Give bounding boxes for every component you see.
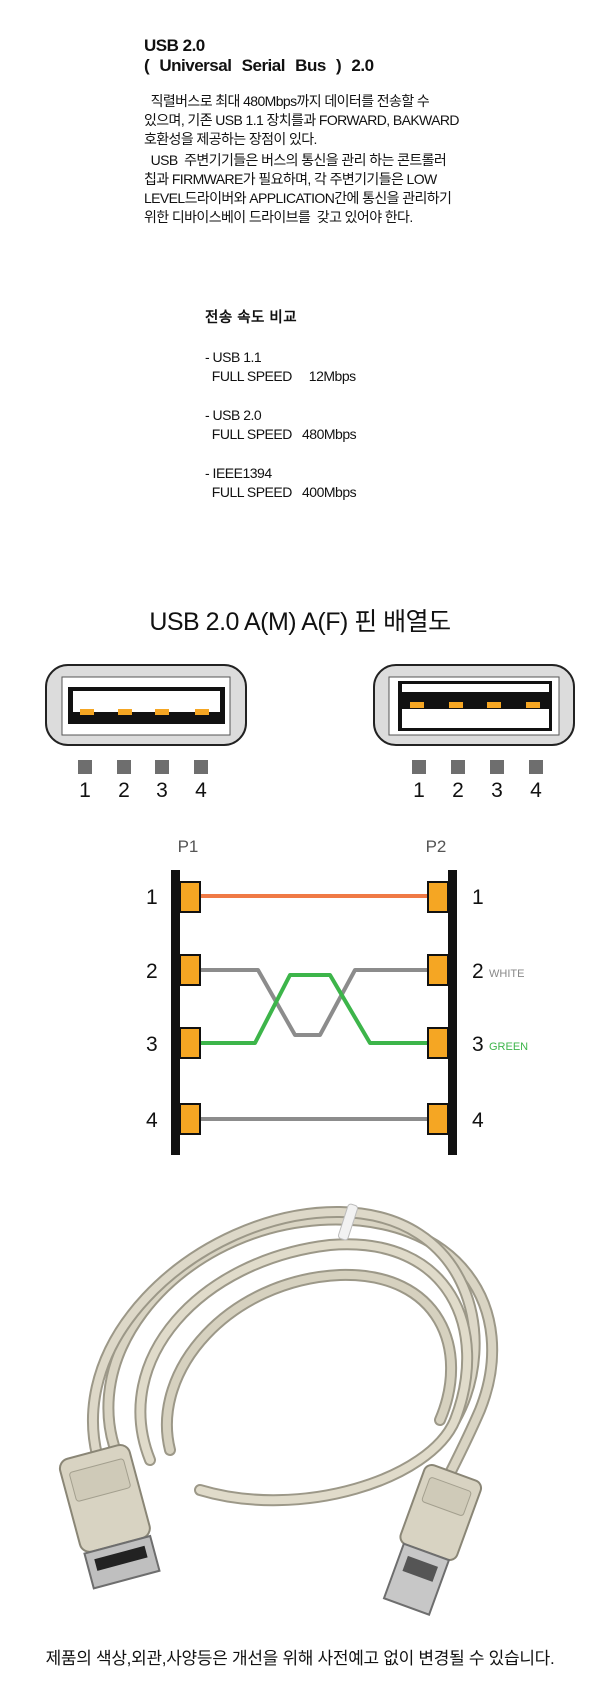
p2-pin-number: 4: [472, 1109, 484, 1132]
pinout-title: USB 2.0 A(M) A(F) 핀 배열도: [149, 608, 451, 636]
speed-item-name: - USB 2.0: [205, 407, 262, 423]
p1-pin-number: 1: [146, 886, 158, 909]
p1-pin-number: 3: [146, 1033, 158, 1056]
white-wire-label: WHITE: [489, 968, 524, 980]
intro-line: 위한 디바이스베이 드라이브를 갖고 있어야 한다.: [144, 209, 413, 225]
intro-line: 직렬버스로 최대 480Mbps까지 데이터를 전송할 수: [144, 93, 430, 109]
speed-item-name: - USB 1.1: [205, 349, 262, 365]
p1-pin-number: 4: [146, 1109, 158, 1132]
p2-label: P2: [426, 837, 447, 856]
speed-item-name: - IEEE1394: [205, 465, 272, 481]
female-pin-label: 2: [452, 779, 464, 802]
wire-white: [200, 968, 428, 1037]
intro-line: 있으며, 기존 USB 1.1 장치를과 FORWARD, BAKWARD: [144, 112, 460, 128]
cable-coils: [87, 1205, 499, 1566]
female-pin-markers: [412, 760, 543, 774]
p1-pads: [179, 881, 201, 1135]
p2-pin-number: 2: [472, 960, 484, 983]
male-pin-label: 3: [156, 779, 168, 802]
wire-green: [200, 973, 428, 1045]
female-pin-label: 4: [530, 779, 542, 802]
cable-tie: [337, 1203, 359, 1241]
male-pin-label: 1: [79, 779, 91, 802]
male-pin-label: 4: [195, 779, 207, 802]
disclaimer-text: 제품의 색상,외관,사양등은 개선을 위해 사전예고 없이 변경될 수 있습니다…: [45, 1649, 555, 1668]
page-subtitle: ( Universal Serial Bus ) 2.0: [144, 56, 374, 75]
intro-line: LEVEL드라이버와 APPLICATION간에 통신을 관리하기: [144, 190, 452, 206]
male-pin-label: 2: [118, 779, 130, 802]
intro-line: 호환성을 제공하는 장점이 있다.: [144, 131, 317, 147]
p1-connector-bar: [171, 870, 180, 1155]
speed-item-detail: FULL SPEED 480Mbps: [205, 426, 357, 442]
p2-pin-number: 3: [472, 1033, 484, 1056]
usb-a-male-connector: [45, 664, 247, 746]
intro-line: 칩과 FIRMWARE가 필요하며, 각 주변기기들은 LOW: [144, 171, 437, 187]
male-plug: [382, 1464, 483, 1616]
female-pin-label: 1: [413, 779, 425, 802]
speed-comparison-heading: 전송 속도 비교: [205, 310, 298, 326]
green-wire-label: GREEN: [489, 1041, 528, 1053]
p2-pin-number: 1: [472, 886, 484, 909]
female-plug: [58, 1443, 161, 1590]
p2-pads: [427, 881, 449, 1135]
usb-a-female-connector: [373, 664, 575, 746]
speed-item-detail: FULL SPEED 12Mbps: [205, 368, 356, 384]
intro-line: USB 주변기기들은 버스의 통신을 관리 하는 콘트롤러: [144, 152, 447, 168]
male-pin-markers: [78, 760, 208, 774]
female-pin-label: 3: [491, 779, 503, 802]
speed-item-detail: FULL SPEED 400Mbps: [205, 484, 357, 500]
usb-cable-illustration: [58, 1203, 499, 1616]
p2-connector-bar: [448, 870, 457, 1155]
usb-connector-diagram: 1 2 3 4 1 2 3 4: [45, 664, 575, 802]
p1-pin-number: 2: [146, 960, 158, 983]
wiring-diagram: P1 P2 1 2 3 4 1 2 3 4 WHITE GREEN: [146, 837, 528, 1155]
page-title: USB 2.0: [144, 36, 205, 55]
p1-label: P1: [178, 837, 199, 856]
